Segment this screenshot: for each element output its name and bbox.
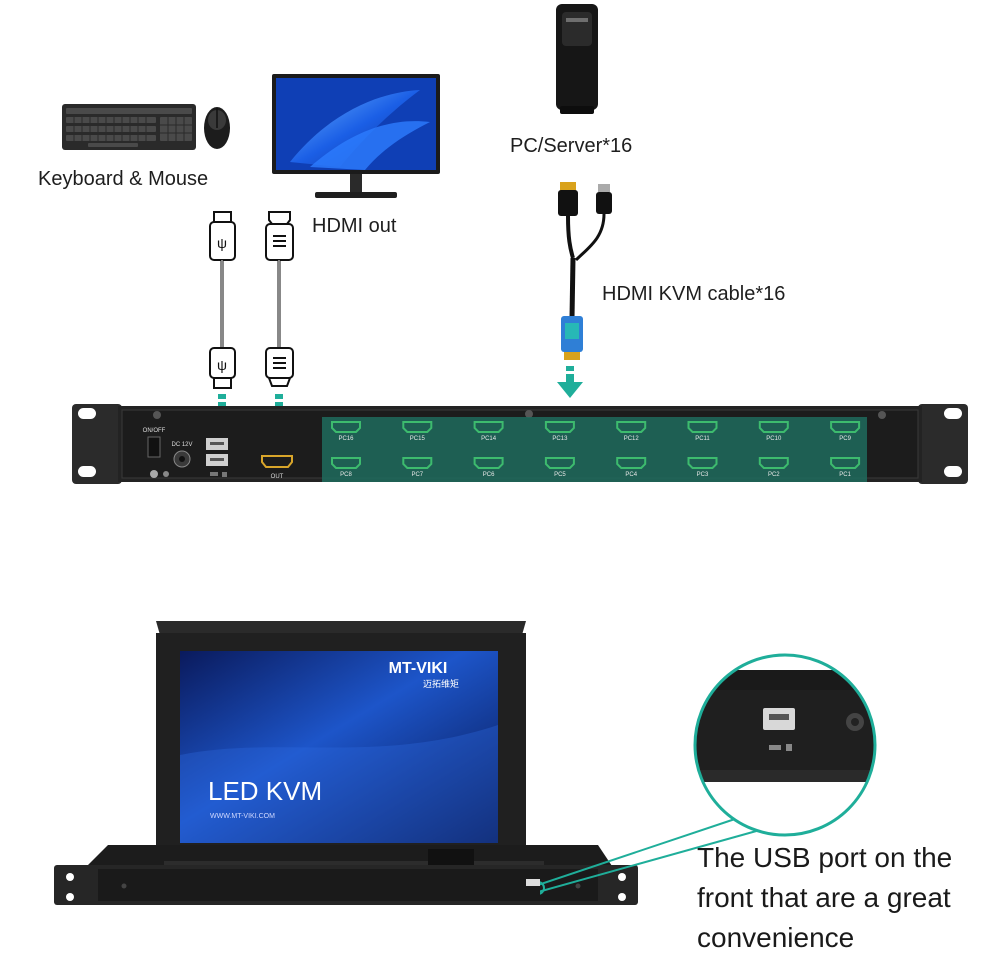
hdmi-port-pc14: [473, 421, 504, 433]
hdmi-port-pc3: [687, 457, 718, 469]
hdmi-port-pc12: [616, 421, 647, 433]
hdmi-port-pc16: [331, 421, 361, 433]
hdmi-port-pc1: [830, 457, 861, 469]
port-label-pc16: PC16: [338, 436, 354, 442]
hdmi-cable: [265, 211, 294, 387]
hdmi-port-pc6: [473, 457, 504, 469]
port-label-pc15: PC15: [410, 436, 426, 442]
arrow-down-icon: [557, 366, 583, 398]
hdmi-port-pc9: [830, 421, 861, 433]
pc-server-label: PC/Server*16: [510, 135, 633, 157]
keyboard-mouse-image: [62, 104, 230, 150]
hdmi-port-pc13: [544, 421, 575, 433]
svg-text:ψ: ψ: [217, 235, 227, 251]
front-usb-caption: The USB port on the front that are a gre…: [697, 838, 997, 958]
out-label: OUT: [271, 474, 284, 480]
screen-title: LED KVM: [208, 776, 322, 806]
port-label-pc3: PC3: [697, 472, 709, 478]
port-label-pc13: PC13: [552, 436, 568, 442]
pc-server-image: [556, 4, 598, 114]
port-label-pc12: PC12: [624, 436, 640, 442]
hdmi-kvm-cable-label: HDMI KVM cable*16: [602, 283, 786, 305]
port-label-pc6: PC6: [483, 472, 495, 478]
hdmi-port-pc11: [687, 421, 718, 433]
usb-zoom-callout: [540, 653, 877, 895]
caption-line: The USB port on the: [697, 842, 953, 873]
caption-line: front that are a great: [697, 882, 951, 913]
screen-website: WWW.MT-VIKI.COM: [210, 813, 275, 820]
port-label-pc14: PC14: [481, 436, 497, 442]
port-label-pc7: PC7: [411, 472, 423, 478]
kvm-console-image: MT-VIKI 迈拓维矩 LED KVM WWW.MT-VIKI.COM: [54, 621, 638, 905]
brand-logo: MT-VIKI: [389, 660, 448, 677]
usb-cable: ψ ψ: [209, 211, 236, 389]
brand-cn: 迈拓维矩: [423, 678, 459, 689]
dc-label: DC 12V: [171, 442, 192, 448]
hdmi-port-pc15: [402, 421, 433, 433]
svg-text:ψ: ψ: [217, 357, 227, 373]
hdmi-port-pc10: [758, 421, 789, 433]
port-label-pc2: PC2: [768, 472, 780, 478]
port-label-pc8: PC8: [340, 472, 352, 478]
caption-line: convenience: [697, 922, 855, 953]
port-label-pc1: PC1: [839, 472, 851, 478]
monitor-image: [272, 74, 440, 198]
port-label-pc5: PC5: [554, 472, 566, 478]
hdmi-port-pc4: [616, 457, 647, 469]
port-label-pc9: PC9: [839, 436, 851, 442]
hdmi-port-pc2: [758, 457, 789, 469]
port-label-pc4: PC4: [625, 472, 637, 478]
hdmi-port-pc5: [544, 457, 575, 469]
power-switch-label: ON/OFF: [143, 428, 166, 434]
hdmi-out-label: HDMI out: [312, 215, 397, 237]
hdmi-port-pc8: [331, 457, 361, 469]
hdmi-port-pc7: [402, 457, 433, 469]
port-label-pc11: PC11: [695, 436, 710, 442]
hdmi-kvm-cable: [558, 182, 612, 360]
keyboard-mouse-label: Keyboard & Mouse: [38, 168, 209, 190]
port-label-pc10: PC10: [766, 436, 782, 442]
